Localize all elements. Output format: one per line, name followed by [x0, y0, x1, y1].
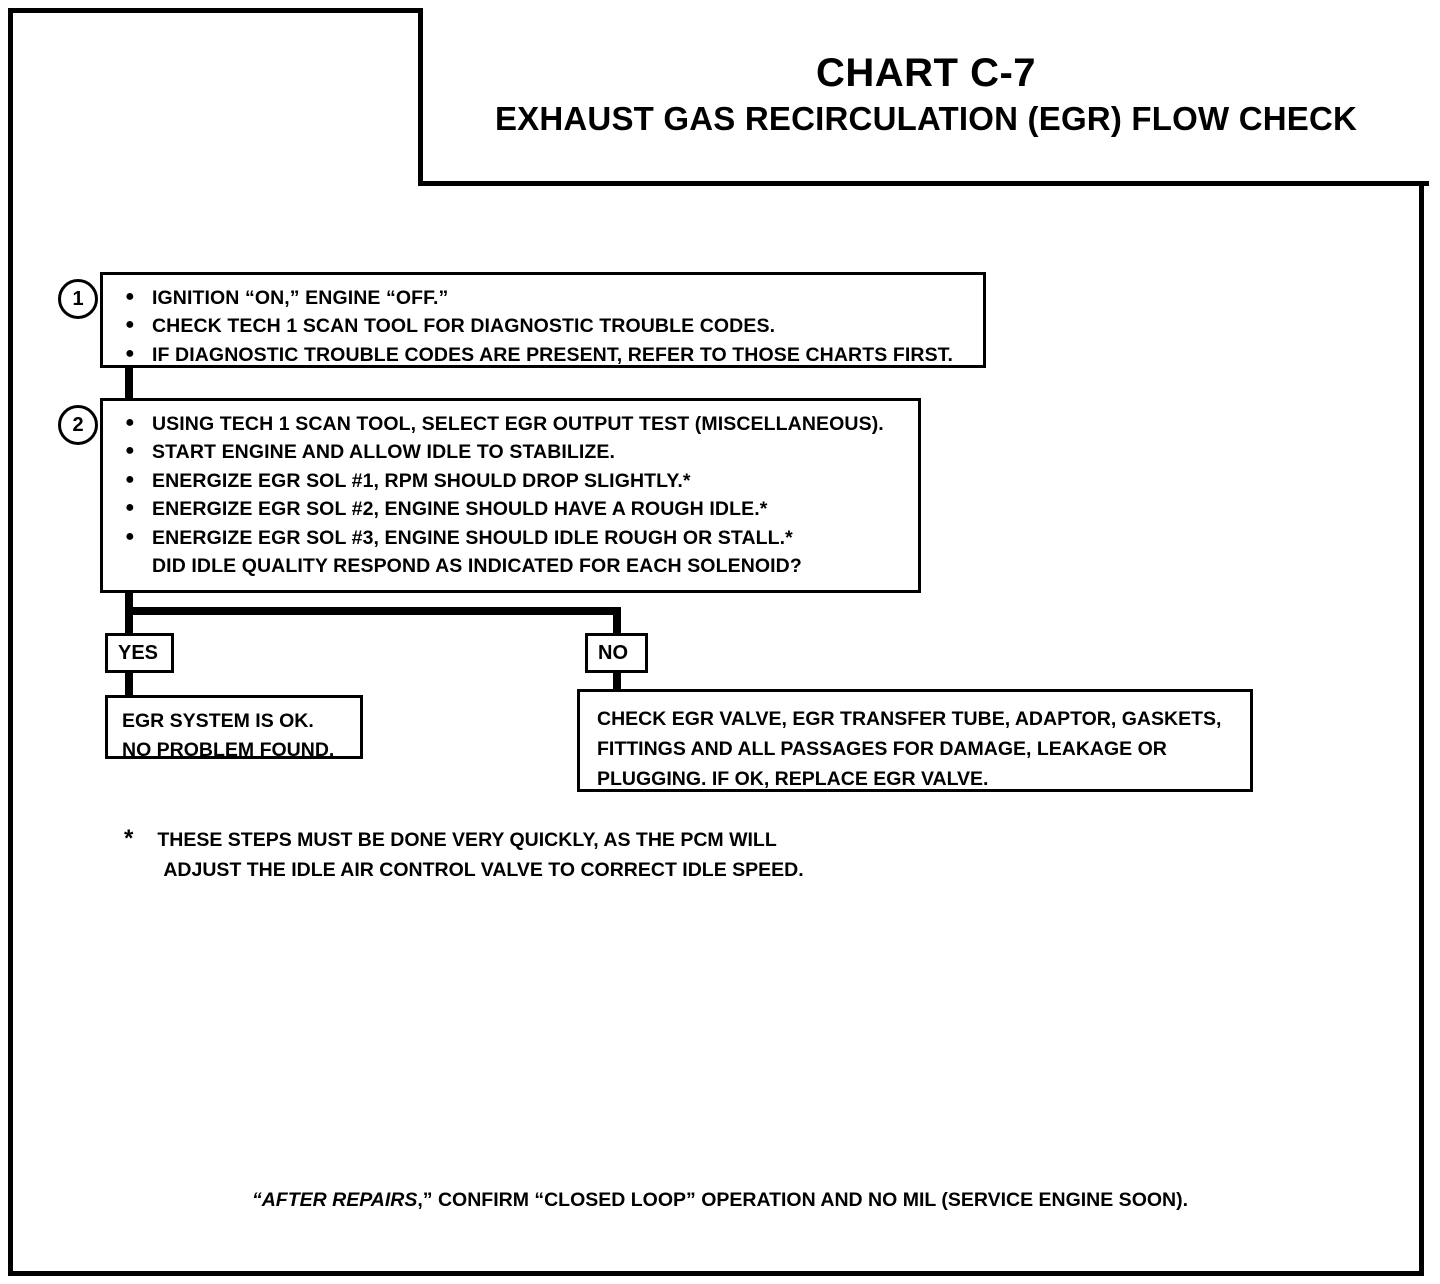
step-2-bullet-5: ENERGIZE EGR SOL #3, ENGINE SHOULD IDLE …: [152, 526, 793, 549]
step-2-question-row: DID IDLE QUALITY RESPOND AS INDICATED FO…: [103, 552, 918, 580]
step-number-1: 1: [58, 279, 98, 319]
after-repairs-note: “AFTER REPAIRS,” CONFIRM “CLOSED LOOP” O…: [0, 1189, 1440, 1212]
result-no-line-3: PLUGGING. IF OK, REPLACE EGR VALVE.: [597, 767, 989, 790]
list-item: ● START ENGINE AND ALLOW IDLE TO STABILI…: [103, 438, 918, 466]
step-box-2: ● USING TECH 1 SCAN TOOL, SELECT EGR OUT…: [100, 398, 921, 593]
step-2-bullet-list: ● USING TECH 1 SCAN TOOL, SELECT EGR OUT…: [103, 401, 918, 581]
step-2-bullet-4: ENERGIZE EGR SOL #2, ENGINE SHOULD HAVE …: [152, 498, 768, 521]
bullet-icon: ●: [125, 316, 135, 334]
step-box-1: ● IGNITION “ON,” ENGINE “OFF.” ● CHECK T…: [100, 272, 986, 368]
chart-number: CHART C-7: [815, 51, 1037, 96]
bullet-icon: ●: [125, 288, 135, 305]
connector-no-to-result: [613, 670, 621, 698]
bullet-icon: ●: [125, 344, 135, 362]
footnote-asterisk: *: [124, 825, 134, 852]
footnote: * THESE STEPS MUST BE DONE VERY QUICKLY,…: [124, 825, 804, 885]
result-yes-line-1: EGR SYSTEM IS OK.: [122, 710, 314, 732]
result-no-line-1: CHECK EGR VALVE, EGR TRANSFER TUBE, ADAP…: [597, 708, 1222, 730]
connector-step1-to-step2: [125, 366, 133, 400]
step-2-bullet-2: START ENGINE AND ALLOW IDLE TO STABILIZE…: [152, 441, 616, 464]
step-2-question: DID IDLE QUALITY RESPOND AS INDICATED FO…: [152, 555, 802, 578]
after-repairs-italic: “AFTER REPAIRS: [251, 1189, 418, 1211]
list-item: ● ENERGIZE EGR SOL #2, ENGINE SHOULD HAV…: [103, 495, 918, 523]
footnote-line-1: THESE STEPS MUST BE DONE VERY QUICKLY, A…: [157, 829, 777, 851]
footnote-body: THESE STEPS MUST BE DONE VERY QUICKLY, A…: [157, 826, 803, 885]
step-1-bullet-3: IF DIAGNOSTIC TROUBLE CODES ARE PRESENT,…: [152, 343, 954, 366]
list-item: ● ENERGIZE EGR SOL #3, ENGINE SHOULD IDL…: [103, 524, 918, 552]
connector-branch-bar: [125, 607, 621, 615]
chart-title: EXHAUST GAS RECIRCULATION (EGR) FLOW CHE…: [494, 100, 1358, 138]
footnote-line-2: ADJUST THE IDLE AIR CONTROL VALVE TO COR…: [163, 858, 804, 881]
list-item: ● USING TECH 1 SCAN TOOL, SELECT EGR OUT…: [103, 410, 918, 438]
result-box-yes: EGR SYSTEM IS OK. NO PROBLEM FOUND.: [105, 695, 363, 761]
branch-label-no: NO: [585, 633, 648, 673]
list-item: ● IF DIAGNOSTIC TROUBLE CODES ARE PRESEN…: [103, 341, 983, 369]
list-item: ● CHECK TECH 1 SCAN TOOL FOR DIAGNOSTIC …: [103, 312, 983, 340]
bullet-icon: ●: [125, 470, 135, 488]
page-border: [8, 8, 1424, 1276]
connector-to-no: [613, 607, 621, 635]
step-2-bullet-3: ENERGIZE EGR SOL #1, RPM SHOULD DROP SLI…: [152, 469, 691, 492]
bullet-icon: ●: [125, 414, 135, 431]
step-1-bullet-1: IGNITION “ON,” ENGINE “OFF.”: [152, 287, 449, 309]
step-1-bullet-2: CHECK TECH 1 SCAN TOOL FOR DIAGNOSTIC TR…: [152, 315, 776, 338]
bullet-icon: ●: [125, 527, 135, 545]
bullet-icon: ●: [125, 442, 135, 460]
result-yes-line-2: NO PROBLEM FOUND.: [122, 739, 335, 762]
bullet-icon: ●: [125, 499, 135, 517]
result-no-line-2: FITTINGS AND ALL PASSAGES FOR DAMAGE, LE…: [597, 737, 1167, 760]
connector-step2-down: [125, 591, 133, 615]
branch-label-yes: YES: [105, 633, 174, 673]
list-item: ● IGNITION “ON,” ENGINE “OFF.”: [103, 284, 983, 312]
result-box-no: CHECK EGR VALVE, EGR TRANSFER TUBE, ADAP…: [577, 689, 1253, 792]
step-1-bullet-list: ● IGNITION “ON,” ENGINE “OFF.” ● CHECK T…: [103, 275, 983, 369]
result-no-text: CHECK EGR VALVE, EGR TRANSFER TUBE, ADAP…: [580, 692, 1250, 794]
connector-to-yes: [125, 607, 133, 635]
step-2-bullet-1: USING TECH 1 SCAN TOOL, SELECT EGR OUTPU…: [152, 413, 884, 435]
step-number-2: 2: [58, 405, 98, 445]
title-block: CHART C-7 EXHAUST GAS RECIRCULATION (EGR…: [418, 8, 1429, 186]
after-repairs-rest: ,” CONFIRM “CLOSED LOOP” OPERATION AND N…: [417, 1189, 1189, 1211]
connector-yes-to-result: [125, 670, 133, 698]
list-item: ● ENERGIZE EGR SOL #1, RPM SHOULD DROP S…: [103, 467, 918, 495]
result-yes-text: EGR SYSTEM IS OK. NO PROBLEM FOUND.: [108, 698, 360, 766]
